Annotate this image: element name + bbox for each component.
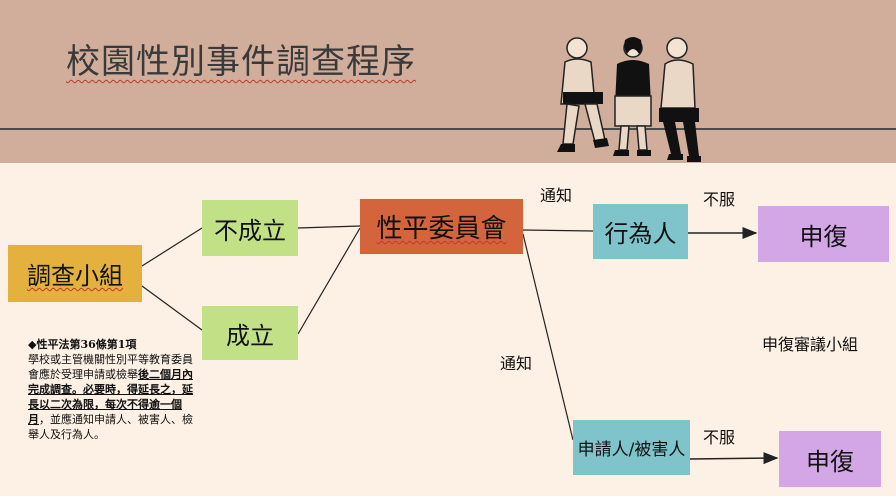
investigation-group-label: 調查小組 [27, 262, 123, 290]
connector-invest-notest [141, 227, 203, 267]
notify-label-top: 通知 [540, 186, 573, 205]
dissatisfied-label-top: 不服 [703, 190, 736, 209]
page-title: 校園性別事件調查程序 [66, 42, 416, 82]
dissatisfied-label-bottom: 不服 [703, 428, 736, 447]
gender-equity-committee-box: 性平委員會 [360, 199, 523, 254]
connector-est-comm [297, 227, 361, 335]
law-note-text-1: 學校或主管機關性別平等教育委員會應於受理申請或檢舉 [28, 353, 193, 381]
law-note-bold-1: 後二個月內完成調查 [28, 368, 193, 396]
connector-comm-actor [522, 229, 594, 232]
actor-box: 行為人 [593, 204, 688, 259]
appeal-box-top: 申復 [758, 206, 889, 262]
committee-label: 性平委員會 [376, 214, 507, 244]
header-divider [0, 128, 896, 130]
investigation-group-box: 調查小組 [8, 245, 142, 302]
review-group-label: 申復審議小組 [762, 335, 859, 354]
connector-comm-claim [522, 233, 574, 441]
appeal-bottom-label: 申復 [806, 447, 854, 476]
notify-label-bottom: 通知 [500, 354, 533, 373]
appeal-top-label: 申復 [799, 222, 848, 251]
connector-notest-comm [297, 225, 361, 229]
claimant-victim-box: 申請人/被害人 [573, 420, 690, 475]
established-box: 成立 [202, 306, 298, 360]
law-note-bold-2: 。必要時，得延長之，延長以二次為限，每次不得逾一個月 [28, 383, 193, 426]
connector-invest-est [141, 285, 203, 331]
law-note-heading: ◆性平法第36條第1項 [28, 338, 137, 351]
arrow-claim-appeal [689, 452, 779, 465]
actor-label: 行為人 [604, 220, 677, 248]
law-note-text-2: ，並應通知申請人、被害人、檢舉人及行為人。 [28, 413, 193, 441]
not-established-box: 不成立 [202, 200, 298, 256]
claimant-victim-label: 申請人/被害人 [577, 440, 686, 460]
people-illustration [557, 37, 701, 162]
not-established-label: 不成立 [214, 216, 286, 245]
established-label: 成立 [226, 321, 274, 350]
header-band: 校園性別事件調查程序 [0, 0, 896, 163]
law-note: ◆性平法第36條第1項 學校或主管機關性別平等教育委員會應於受理申請或檢舉後二個… [28, 337, 193, 442]
appeal-box-bottom: 申復 [779, 431, 881, 487]
